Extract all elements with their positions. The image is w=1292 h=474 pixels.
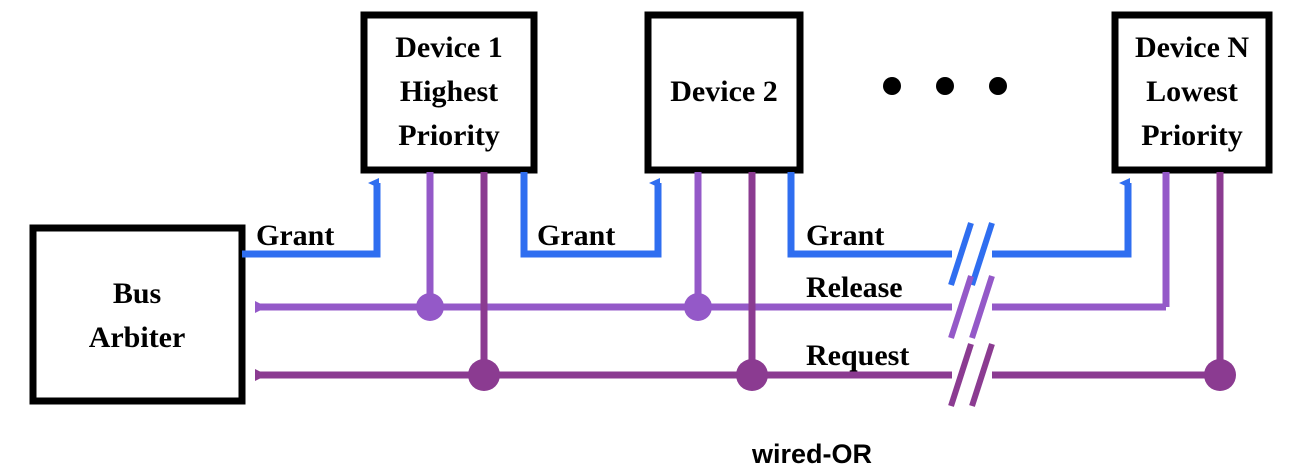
release-junction-dot-device-1	[416, 293, 444, 321]
device-n-label-line2: Lowest	[1146, 75, 1238, 108]
grant-line-device-2-to-break	[787, 172, 952, 258]
ellipsis-dot-3	[989, 77, 1007, 95]
ellipsis-dot-1	[883, 77, 901, 95]
release-junction-dots-group	[416, 293, 712, 321]
bus-arbiter-box-group: Bus Arbiter	[29, 224, 246, 405]
device-boxes-group: Device 1 Highest Priority Device 2 Devic…	[29, 11, 1273, 405]
release-break-mark	[948, 275, 995, 339]
release-break-slash-1	[948, 275, 974, 339]
release-bus-group	[255, 172, 1170, 339]
request-junction-dot-device-n	[1204, 359, 1236, 391]
request-junction-dots-group	[468, 359, 1236, 391]
wire-labels-group: Grant Grant Grant Release Request	[256, 219, 909, 372]
bus-arbiter-label-line2: Arbiter	[89, 321, 186, 354]
device-1-label-line1: Device 1	[395, 31, 502, 64]
grant-line-device-1-to-device-2	[520, 172, 662, 258]
device-1-label-line3: Priority	[398, 119, 500, 152]
grant-label-3: Grant	[806, 219, 884, 252]
device-1-label-line2: Highest	[400, 75, 498, 108]
request-label: Request	[806, 339, 909, 372]
bus-arbiter-label-line1: Bus	[113, 277, 161, 310]
bus-arbiter-box	[29, 224, 246, 405]
request-junction-dot-device-2	[736, 359, 768, 391]
grant-chain-group	[242, 172, 1132, 286]
device-1-box	[360, 11, 538, 174]
device-n-label-line3: Priority	[1141, 119, 1243, 152]
device-n-box	[1111, 11, 1273, 174]
request-break-slash-1	[948, 343, 974, 407]
release-break-slash-2	[969, 275, 995, 339]
grant-label-1: Grant	[256, 219, 334, 252]
wired-or-note: wired-OR	[751, 439, 872, 469]
grant-break-slash-1	[948, 222, 974, 286]
grant-line-arbiter-to-device-1	[242, 178, 381, 258]
device-2-label-line1: Device 2	[670, 75, 777, 108]
device-n-label-line1: Device N	[1135, 31, 1249, 64]
request-break-mark	[948, 343, 995, 407]
release-junction-dot-device-2	[684, 293, 712, 321]
request-bus-group	[255, 172, 1224, 407]
ellipsis-dots-group	[883, 77, 1007, 95]
request-break-slash-2	[969, 343, 995, 407]
grant-label-2: Grant	[537, 219, 615, 252]
device-n-box-group: Device N Lowest Priority	[1111, 11, 1273, 174]
release-label: Release	[806, 271, 903, 304]
device-2-box-group: Device 2	[644, 11, 804, 174]
grant-line-break-to-device-n	[992, 178, 1132, 258]
request-junction-dot-device-1	[468, 359, 500, 391]
device-2-box	[644, 11, 804, 174]
ellipsis-dot-2	[936, 77, 954, 95]
grant-break-mark	[948, 222, 995, 286]
grant-break-slash-2	[969, 222, 995, 286]
device-1-box-group: Device 1 Highest Priority	[360, 11, 538, 174]
